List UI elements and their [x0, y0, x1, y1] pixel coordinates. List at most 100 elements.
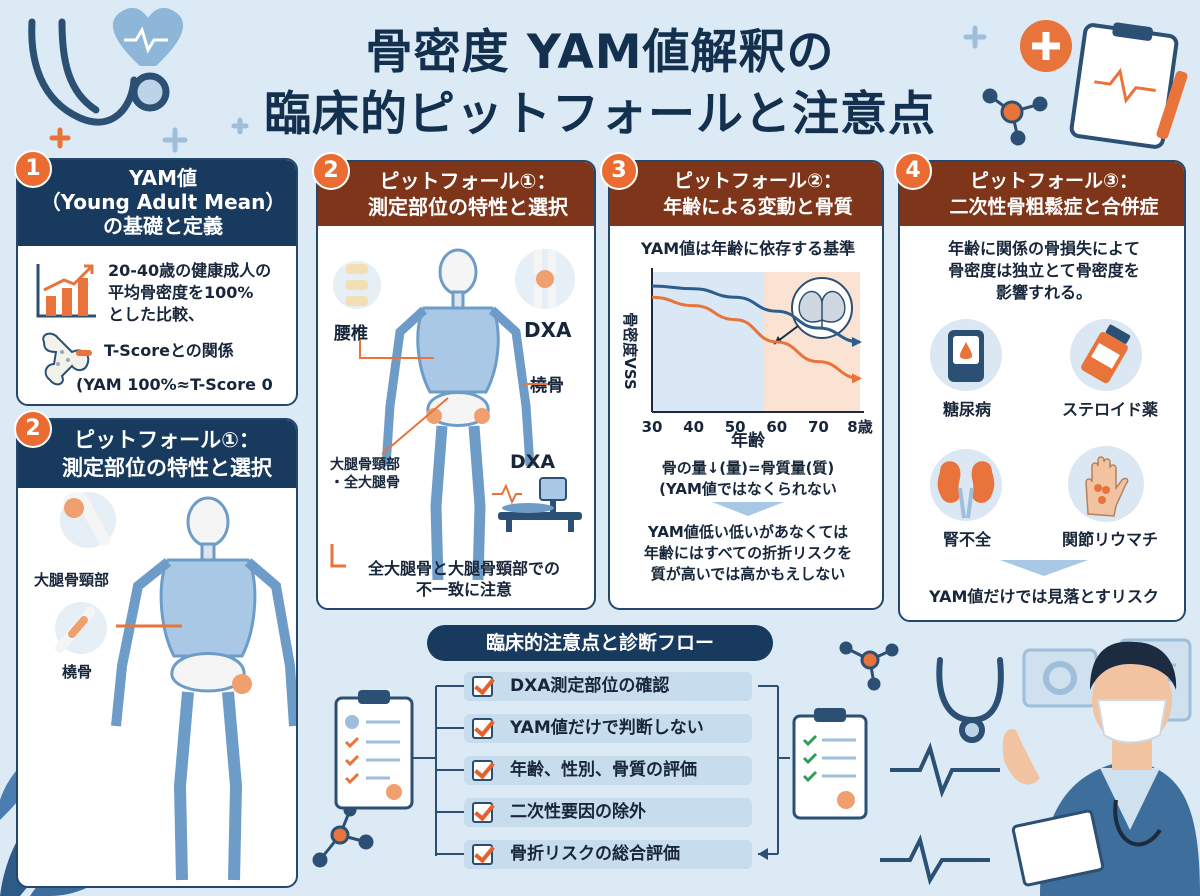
card-secondary-osteoporosis: ピットフォール③： 二次性骨粗鬆症と合併症 年齢に関係の骨損失によて 骨密度は独…	[898, 160, 1186, 622]
yam-tscore-relation: (YAM 100%≈T-Score 0	[76, 375, 273, 394]
checkbox-checked-icon	[472, 718, 493, 739]
down-triangle-icon	[1000, 560, 1088, 576]
label-dxa-top: DXA	[524, 318, 572, 342]
clipboard-icon	[1069, 22, 1179, 149]
checkbox-checked-icon	[472, 844, 493, 865]
card-4-header: ピットフォール③： 二次性骨粗鬆症と合併症	[900, 162, 1184, 226]
card-1-text-line: とした比較、	[108, 305, 205, 324]
card-4-badge: 4	[894, 152, 932, 190]
checklist-clipboard-icon	[334, 690, 414, 810]
pointer-line	[116, 624, 182, 628]
bone-quality-line: (YAM値ではなくられない	[659, 480, 837, 498]
plus-icon	[49, 127, 71, 149]
monitor-icon	[1022, 648, 1098, 708]
flow-step: 二次性要因の除外	[464, 798, 752, 827]
chart-series-arrowhead	[852, 373, 862, 384]
note-bracket	[330, 544, 346, 568]
flow-step-label: 年齢、性別、骨質の評価	[510, 760, 697, 780]
note-line: 不一致に注意	[415, 580, 512, 599]
chart-series-line	[651, 295, 861, 380]
chart-x-tick-label: 50	[725, 418, 746, 436]
chart-x-tick-label: 70	[808, 418, 829, 436]
card-3-header-line: ピットフォール②：	[673, 170, 843, 192]
secondary-cause-line: 影響すれる。	[995, 283, 1092, 302]
fracture-risk-line: YAM値低い低いがあなくては	[647, 523, 849, 541]
label-dxa-bottom: DXA	[510, 451, 556, 473]
card-1-header-line: YAM値	[129, 166, 197, 190]
pen-icon	[1156, 70, 1188, 140]
flow-step: YAM値だけで判断しない	[464, 714, 752, 743]
steroid-bottle-icon	[1070, 319, 1142, 391]
card-3-header: ピットフォール②： 年齢による変動と骨質	[610, 162, 882, 226]
secondary-cause-text: 年齢に関係の骨損失によて 骨密度は独立とて骨密度を 影響すれる。	[900, 238, 1184, 304]
title-line-2: 臨床的ピットフォールと注意点	[264, 87, 936, 142]
card-1-text-line: 平均骨密度を100%	[108, 283, 254, 302]
card-1-header-line: の基礎と定義	[103, 214, 223, 238]
item-rheumatoid-arthritis: 関節リウマチ	[1061, 530, 1158, 549]
knee-joint-icon	[515, 249, 575, 309]
title-line-1: 骨密度 YAM値解釈の	[365, 25, 835, 80]
missed-risk-footer: YAM値だけでは見落とすリスク	[929, 587, 1159, 606]
site-discordance-note: 全大腿骨と大腿骨頸部での 不一致に注意	[336, 558, 592, 600]
label-femur-line: ・全大腿骨	[330, 475, 400, 491]
item-steroid: ステロイド薬	[1061, 400, 1158, 419]
flow-step-label: DXA測定部位の確認	[510, 676, 670, 696]
card-2b-header-line: ピットフォール①：	[379, 169, 557, 193]
checkbox-checked-icon	[472, 676, 493, 697]
doctor-illustration	[1002, 641, 1200, 896]
card-2a-header-line: 測定部位の特性と選択	[62, 456, 272, 480]
checkbox-checked-icon	[472, 760, 493, 781]
fracture-risk-text: YAM値低い低いがあなくては 年齢にはすべての折折リスクを 質が高いでは高かもえ…	[610, 522, 882, 585]
label-radius: 橈骨	[62, 663, 93, 681]
flow-step: 骨折リスクの総合評価	[464, 840, 752, 869]
secondary-cause-line: 骨密度は独立とて骨密度を	[948, 261, 1140, 280]
kidney-icon	[930, 449, 1002, 521]
flow-step: 年齢、性別、骨質の評価	[464, 756, 752, 785]
card-1-header-line: （Young Adult Mean）	[40, 190, 286, 214]
card-1-header: YAM値 （Young Adult Mean） の基礎と定義	[18, 160, 296, 246]
card-1-badge: 1	[14, 150, 52, 188]
card-4-header-line: ピットフォール③：	[969, 170, 1139, 192]
femoral-neck-icon	[60, 491, 116, 548]
lumbar-spine-icon	[333, 261, 381, 309]
down-triangle-icon	[712, 502, 784, 516]
chart-xlabel: 年齢	[731, 431, 765, 451]
secondary-cause-line: 年齢に関係の骨損失によて	[947, 239, 1140, 258]
card-3-badge: 3	[600, 152, 638, 190]
item-renal-failure: 腎不全	[942, 530, 991, 549]
pointer-lines	[359, 340, 548, 455]
card-2a-badge: 2	[14, 410, 52, 448]
label-femur: 大腿骨頸部 ・全大腿骨	[330, 456, 400, 492]
item-diabetes: 糖尿病	[942, 400, 991, 419]
card-4-header-line: 二次性骨粗鬆症と合併症	[949, 196, 1159, 218]
checklist-clipboard-icon	[792, 708, 868, 820]
molecule-icon	[839, 641, 899, 691]
card-1-text-line: 20-40歳の健康成人の	[108, 261, 272, 280]
flow-title: 臨床的注意点と診断フロー	[427, 625, 773, 661]
card-measurement-site-left: ピットフォール①： 測定部位の特性と選択 大腿骨頸部 橈骨	[16, 418, 298, 888]
chart-x-tick-label: 8歳	[847, 418, 872, 436]
bone-quality-line: 骨の量↓(量)=骨質量(質)	[661, 459, 835, 477]
label-lumbar: 腰椎	[334, 324, 368, 344]
page-title: 骨密度 YAM値解釈の 臨床的ピットフォールと注意点	[200, 22, 1000, 146]
radius-icon	[55, 602, 107, 654]
glucose-meter-icon	[930, 319, 1002, 391]
plus-icon	[162, 25, 987, 153]
dxa-scanner-icon	[492, 477, 582, 532]
card-2b-header: ピットフォール①： 測定部位の特性と選択	[318, 162, 594, 226]
note-line: 全大腿骨と大腿骨頸部での	[367, 559, 560, 578]
card-2b-header-line: 測定部位の特性と選択	[368, 195, 568, 219]
fracture-risk-line: 年齢にはすべての折折リスクを	[643, 544, 853, 562]
fracture-risk-line: 質が高いでは高かもえしない	[650, 565, 846, 583]
molecule-icon	[312, 803, 374, 868]
checkbox-checked-icon	[472, 802, 493, 823]
chart-x-tick-label: 30	[642, 418, 663, 436]
chart-subtitle: YAM値は年齢に依存する基準	[640, 239, 856, 258]
label-femoral-neck: 大腿骨頸部	[34, 571, 110, 589]
flow-step: DXA測定部位の確認	[464, 672, 752, 701]
card-2b-badge: 2	[312, 152, 350, 190]
skeleton-illustration	[381, 248, 535, 581]
